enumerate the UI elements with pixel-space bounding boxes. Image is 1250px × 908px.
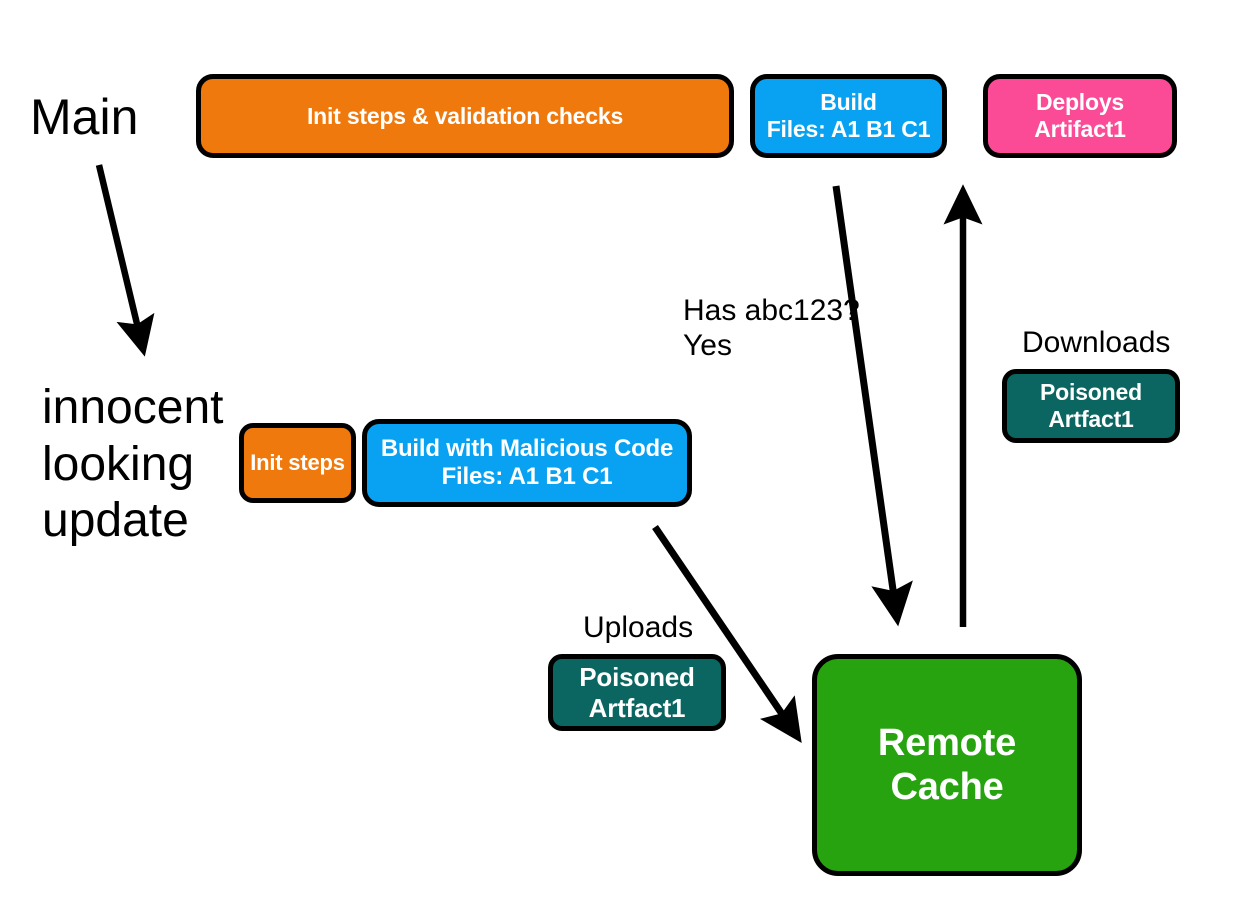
- node-main-init-steps[interactable]: Init steps & validation checks: [196, 74, 734, 158]
- node-main-deploys[interactable]: Deploys Artifact1: [983, 74, 1177, 158]
- branch-label-main: Main: [30, 89, 139, 145]
- cache-lookup-arrow: [832, 185, 913, 627]
- downloads-caption: Downloads: [1022, 326, 1171, 359]
- uploads-caption: Uploads: [583, 611, 694, 644]
- branch-fork-arrow: [95, 164, 155, 357]
- node-main-build[interactable]: Build Files: A1 B1 C1: [750, 74, 947, 158]
- node-uploaded-poisoned-artifact[interactable]: Poisoned Artfact1: [548, 654, 726, 731]
- node-downloaded-poisoned-artifact[interactable]: Poisoned Artfact1: [1002, 369, 1180, 443]
- branch-label-fork: innocent looking update: [42, 381, 224, 548]
- cache-query-label: Has abc123? Yes: [683, 294, 860, 363]
- node-attacker-build-malicious[interactable]: Build with Malicious Code Files: A1 B1 C…: [362, 419, 692, 507]
- node-remote-cache[interactable]: Remote Cache: [812, 654, 1082, 876]
- node-attacker-init-steps[interactable]: Init steps: [239, 423, 356, 503]
